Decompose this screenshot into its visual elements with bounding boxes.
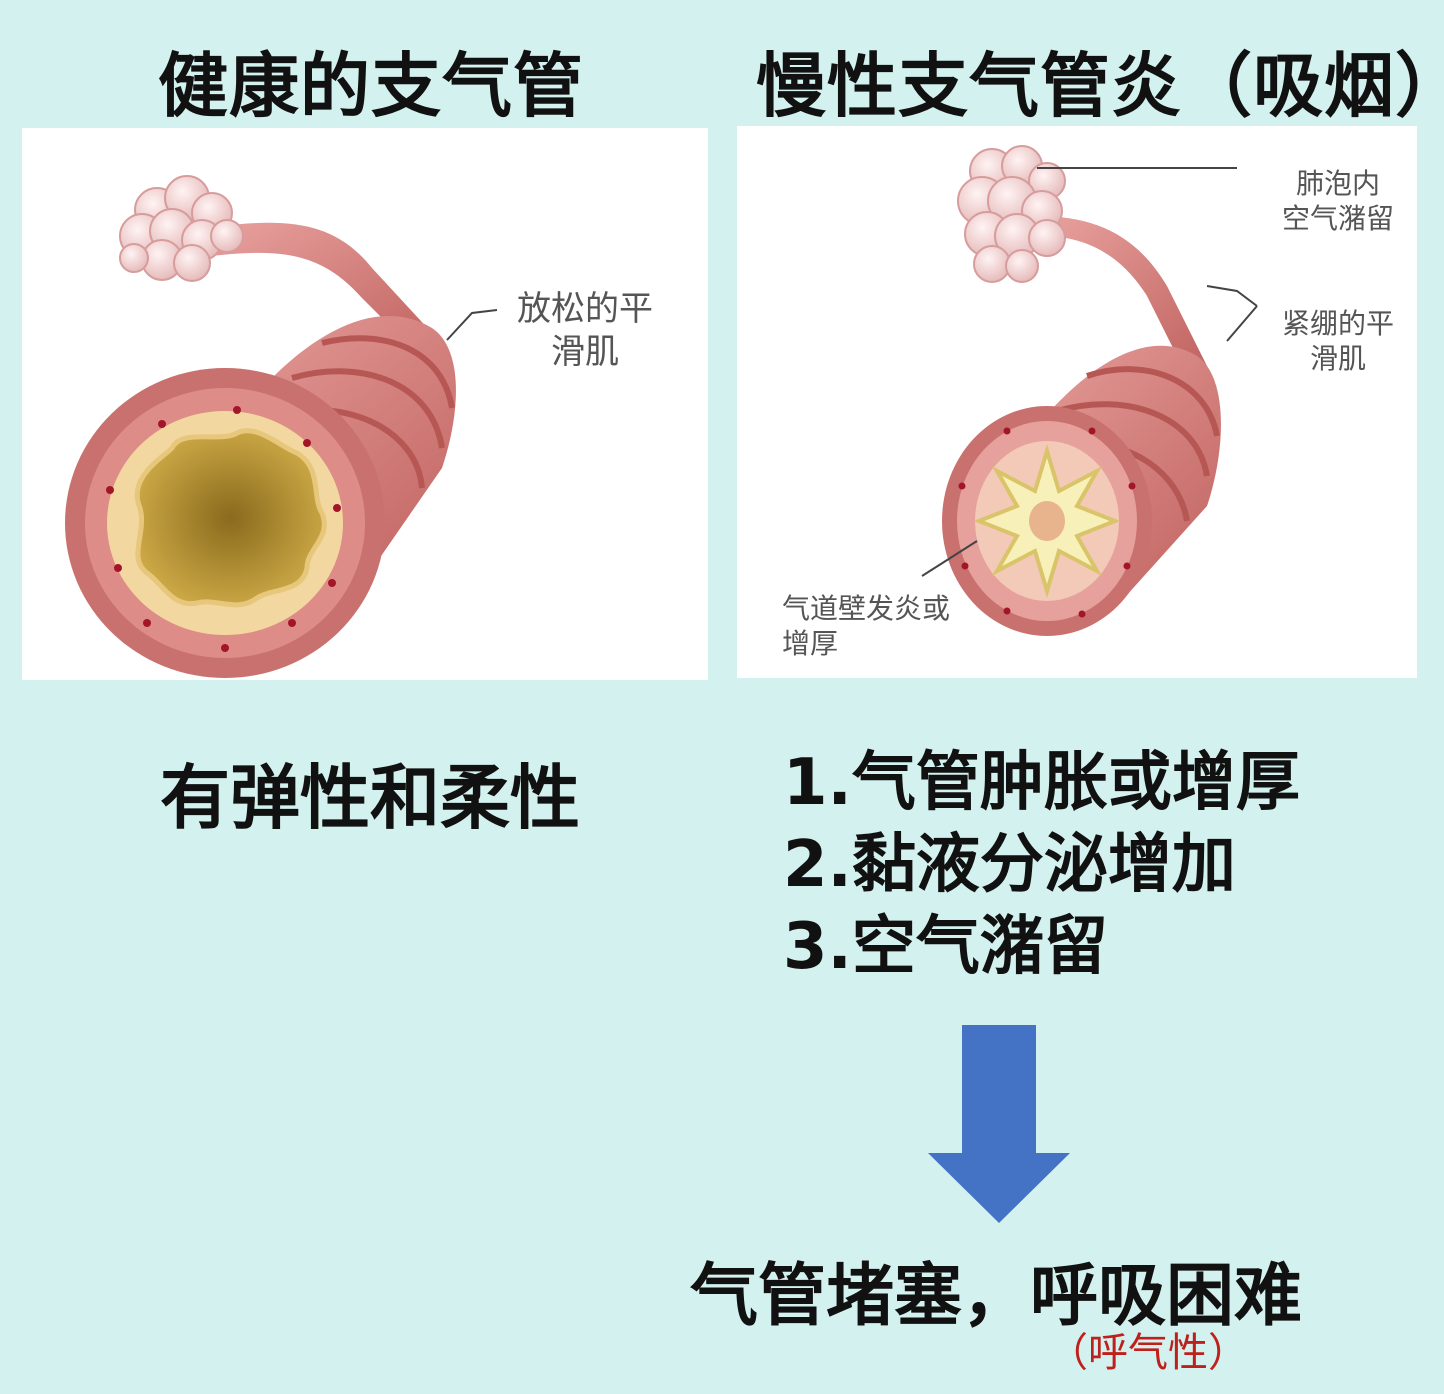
healthy-bronchus-title: 健康的支气管 <box>158 45 584 127</box>
symptom-item: 2.黏液分泌增加 <box>783 828 1236 902</box>
inflamed-wall-label-line2: 增厚 <box>782 627 839 660</box>
alveoli-cluster-trapped-air <box>957 145 1066 283</box>
tight-muscle-label: 紧绷的平 滑肌 <box>1282 306 1394 376</box>
muscle-leader-line <box>1206 285 1258 342</box>
symptom-list: 1.气管肿胀或增厚 2.黏液分泌增加 3.空气潴留 <box>783 742 1300 988</box>
relaxed-muscle-label-line2: 滑肌 <box>551 331 619 372</box>
relaxed-muscle-label: 放松的平 滑肌 <box>517 288 653 373</box>
muscle-leader-line <box>446 309 498 341</box>
tight-muscle-label-line2: 滑肌 <box>1310 342 1367 375</box>
gland-dots <box>958 427 1136 618</box>
relaxed-muscle-label-line1: 放松的平 <box>517 289 653 329</box>
conclusion-text: 气管堵塞，呼吸困难 <box>690 1257 1303 1336</box>
symptom-item: 3.空气潴留 <box>783 910 1108 984</box>
inflamed-wall-label-line1: 气道壁发炎或 <box>782 592 951 625</box>
down-arrow-icon <box>928 1025 1070 1223</box>
healthy-bronchus-drawing <box>65 175 498 678</box>
chronic-bronchitis-title: 慢性支气管炎（吸烟） <box>756 45 1444 127</box>
gland-dots <box>106 406 341 652</box>
alveoli-cluster <box>119 175 244 282</box>
inflamed-wall-label: 气道壁发炎或 增厚 <box>782 591 950 661</box>
expiratory-note: （呼气性） <box>1048 1330 1248 1376</box>
tight-muscle-label-line1: 紧绷的平 <box>1282 307 1395 340</box>
healthy-caption: 有弹性和柔性 <box>160 757 580 839</box>
symptom-item: 1.气管肿胀或增厚 <box>783 746 1300 820</box>
chronic-bronchitis-illustration: 肺泡内 空气潴留 紧绷的平 滑肌 气道壁发炎或 增厚 <box>737 126 1417 678</box>
chronic-bronchus-drawing <box>921 145 1258 636</box>
healthy-bronchus-illustration: 放松的平 滑肌 <box>22 128 708 680</box>
trapped-air-label-line2: 空气潴留 <box>1282 202 1395 235</box>
trapped-air-label-line1: 肺泡内 <box>1296 167 1381 200</box>
trapped-air-label: 肺泡内 空气潴留 <box>1282 166 1394 236</box>
wall-leader-line <box>921 540 978 577</box>
